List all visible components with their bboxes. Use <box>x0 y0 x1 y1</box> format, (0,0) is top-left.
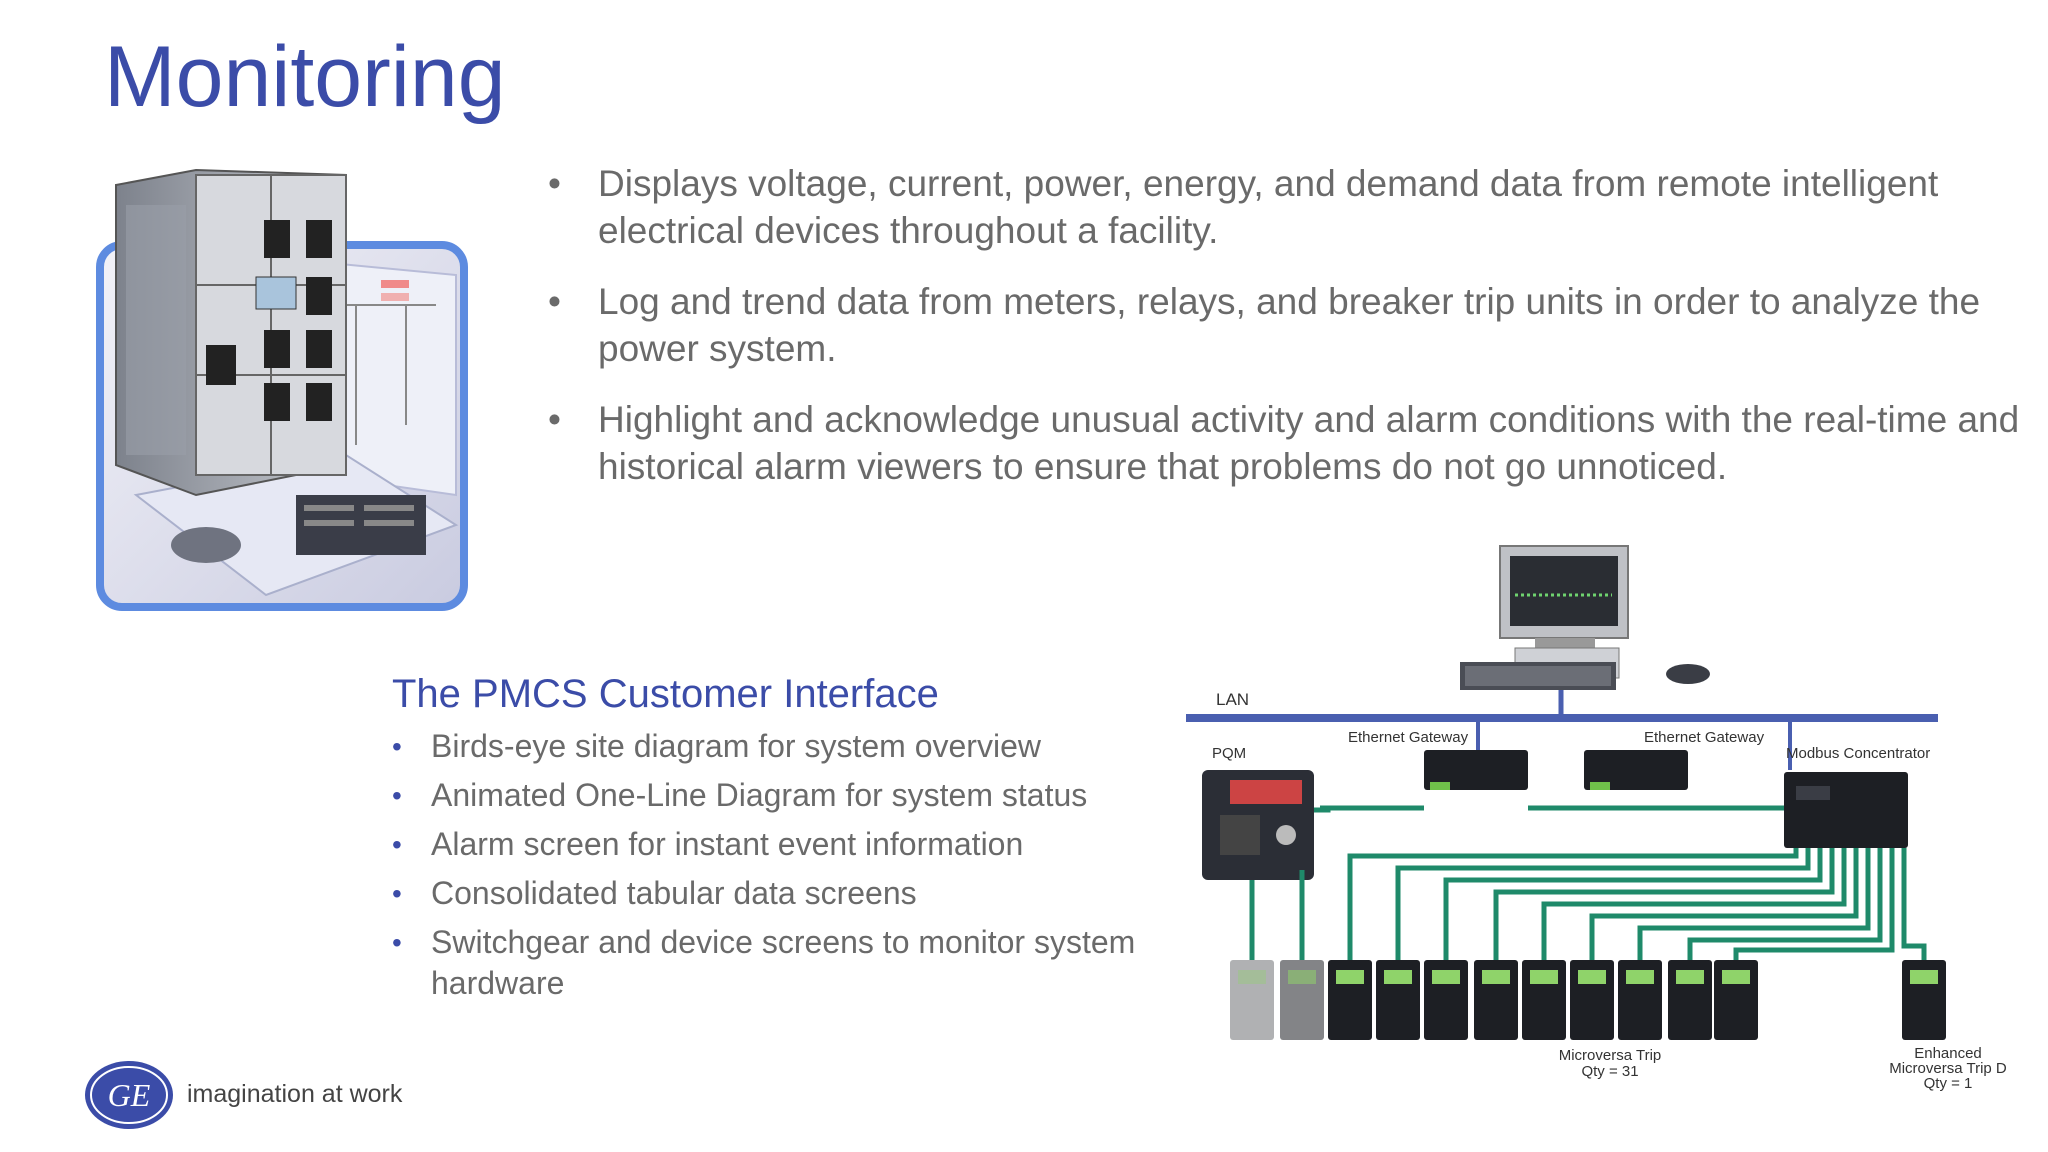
bullet-item: Highlight and acknowledge unusual activi… <box>548 396 2028 490</box>
enhanced-label-line3: Qty = 1 <box>1924 1075 1973 1092</box>
gateway-label-2: Ethernet Gateway <box>1644 729 1765 746</box>
concentrator-label: Modbus Concentrator <box>1786 745 1930 762</box>
main-bullet-list: Displays voltage, current, power, energy… <box>548 160 2028 514</box>
network-diagram: LAN Ethernet Gateway Ethernet Gateway PQ… <box>1186 545 2007 1092</box>
pqm-label: PQM <box>1212 745 1246 762</box>
trip-label-line2: Qty = 31 <box>1581 1063 1638 1080</box>
computer-icon <box>1460 545 1710 690</box>
modbus-concentrator-icon <box>1784 772 1908 848</box>
trip-label-line1: Microversa Trip <box>1559 1047 1662 1064</box>
pmcs-feature-list: Birds-eye site diagram for system overvi… <box>392 726 1152 1012</box>
pmcs-list-item: Switchgear and device screens to monitor… <box>392 922 1152 1004</box>
ethernet-gateway-icon <box>1584 750 1688 790</box>
pmcs-list-item: Consolidated tabular data screens <box>392 873 1152 914</box>
pmcs-list-item: Animated One-Line Diagram for system sta… <box>392 775 1152 816</box>
ethernet-gateway-icon <box>1424 750 1528 790</box>
switchgear-illustration <box>96 168 468 611</box>
slide-title: Monitoring <box>104 29 506 125</box>
gateway-label-1: Ethernet Gateway <box>1348 729 1469 746</box>
ge-logo-text: GE <box>108 1077 151 1113</box>
enhanced-label-line2: Microversa Trip D <box>1889 1060 2007 1077</box>
bullet-item: Displays voltage, current, power, energy… <box>548 160 2028 254</box>
ge-logo: GE <box>85 1061 173 1129</box>
lan-label: LAN <box>1216 690 1249 709</box>
bullet-item: Log and trend data from meters, relays, … <box>548 278 2028 372</box>
microversa-trip-units <box>1230 960 1946 1040</box>
tagline: imagination at work <box>187 1080 403 1108</box>
pmcs-list-item: Alarm screen for instant event informati… <box>392 824 1152 865</box>
enhanced-label-line1: Enhanced <box>1914 1045 1982 1062</box>
pmcs-list-item: Birds-eye site diagram for system overvi… <box>392 726 1152 767</box>
pqm-device-icon <box>1202 770 1314 880</box>
pmcs-heading: The PMCS Customer Interface <box>392 672 939 716</box>
lan-bus <box>1186 714 1938 722</box>
